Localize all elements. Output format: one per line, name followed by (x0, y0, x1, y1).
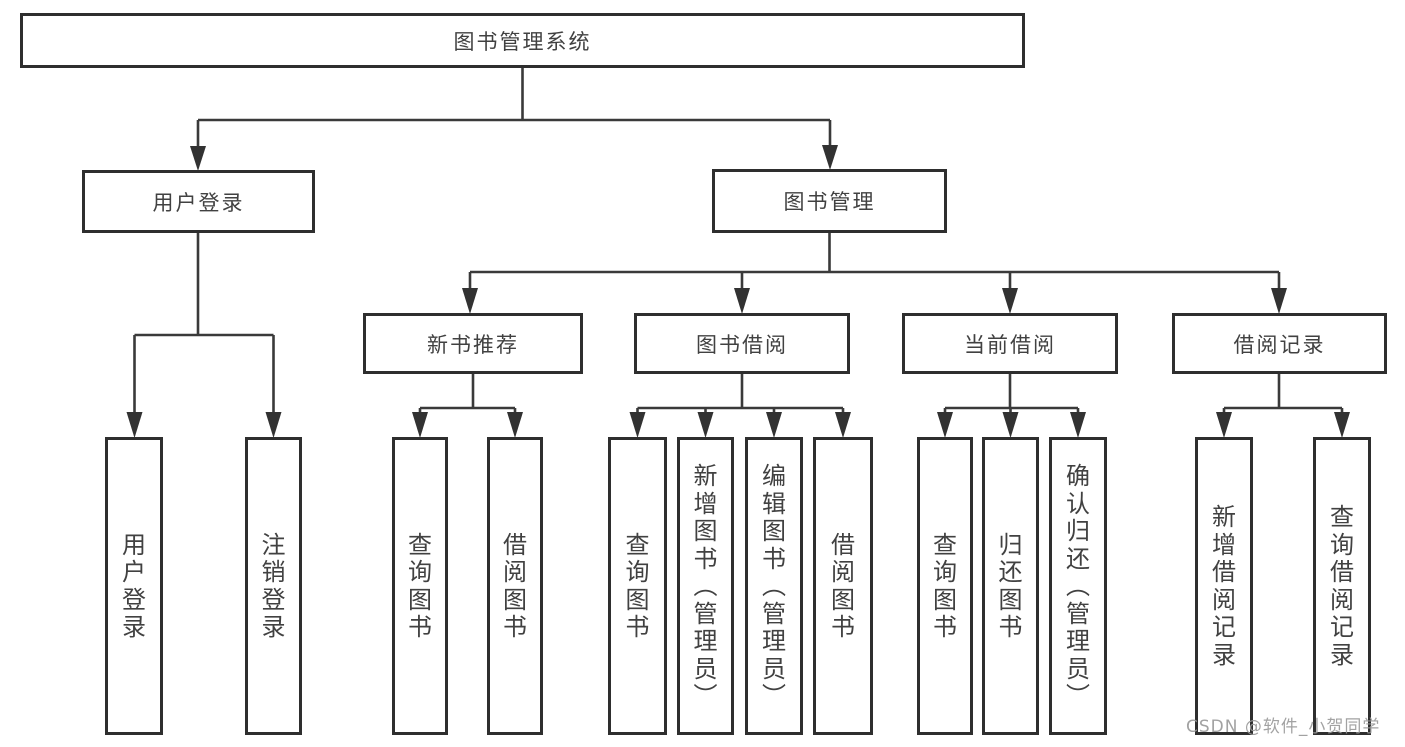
leaf-query-books-recommend-label: 查询图书 (408, 530, 432, 642)
leaf-query-books-recommend: 查询图书 (392, 437, 448, 735)
leaf-edit-book-admin-label: 编辑图书︵管理员︶ (762, 462, 786, 710)
node-root: 图书管理系统 (20, 13, 1025, 68)
leaf-confirm-return-admin: 确认归还︵管理员︶ (1049, 437, 1107, 735)
arrowhead-icon (766, 412, 782, 438)
arrowhead-icon (412, 412, 428, 438)
leaf-query-books-current: 查询图书 (917, 437, 973, 735)
arrowhead-icon (697, 412, 714, 438)
connector-borrow-records-children (1216, 374, 1350, 438)
connector-current-borrow-children (937, 374, 1086, 438)
arrowhead-icon (1271, 288, 1287, 314)
leaf-add-book-admin: 新增图书︵管理员︶ (677, 437, 734, 735)
node-borrow-records-label: 借阅记录 (1233, 332, 1326, 357)
leaf-logout: 注销登录 (245, 437, 302, 735)
arrowhead-icon (937, 412, 953, 438)
connector-book-management-children (462, 233, 1287, 314)
arrowhead-icon (126, 412, 143, 438)
leaf-borrow-books-borrow: 借阅图书 (813, 437, 873, 735)
leaf-query-borrow-record-label: 查询借阅记录 (1330, 503, 1354, 669)
arrowhead-icon (462, 288, 478, 314)
node-book-borrow: 图书借阅 (634, 313, 850, 374)
leaf-user-login-label: 用户登录 (122, 530, 146, 642)
node-new-book-recommend-label: 新书推荐 (427, 332, 519, 357)
leaf-add-borrow-record: 新增借阅记录 (1195, 437, 1253, 735)
leaf-return-book: 归还图书 (982, 437, 1039, 735)
leaf-edit-book-admin: 编辑图书︵管理员︶ (745, 437, 803, 735)
arrowhead-icon (1070, 412, 1086, 438)
arrowhead-icon (1334, 412, 1350, 438)
node-current-borrow: 当前借阅 (902, 313, 1118, 374)
leaf-user-login: 用户登录 (105, 437, 163, 735)
leaf-query-books-borrow-label: 查询图书 (625, 530, 650, 642)
arrowhead-icon (1002, 412, 1019, 438)
leaf-return-book-label: 归还图书 (998, 530, 1023, 642)
leaf-logout-label: 注销登录 (261, 530, 286, 642)
arrowhead-icon (835, 412, 851, 438)
leaf-query-borrow-record: 查询借阅记录 (1313, 437, 1371, 735)
leaf-borrow-books-recommend-label: 借阅图书 (503, 530, 527, 642)
node-user-login-label: 用户登录 (152, 190, 245, 215)
leaf-confirm-return-admin-label: 确认归还︵管理员︶ (1066, 462, 1090, 710)
watermark: CSDN @软件_小贺同学 (1186, 717, 1381, 737)
connector-user-login-children (126, 233, 282, 438)
node-book-borrow-label: 图书借阅 (696, 332, 788, 357)
node-user-login: 用户登录 (82, 170, 315, 233)
arrowhead-icon (734, 288, 750, 314)
arrowhead-icon (1216, 412, 1232, 438)
arrowhead-icon (507, 412, 523, 438)
connector-new-book-children (412, 374, 523, 438)
connector-root-to-level2 (190, 68, 838, 171)
arrowhead-icon (822, 145, 838, 170)
node-current-borrow-label: 当前借阅 (964, 332, 1056, 357)
arrowhead-icon (265, 412, 282, 438)
node-root-label: 图书管理系统 (453, 29, 592, 54)
leaf-query-books-current-label: 查询图书 (933, 530, 957, 642)
leaf-borrow-books-borrow-label: 借阅图书 (831, 530, 855, 642)
arrowhead-icon (190, 146, 206, 171)
leaf-query-books-borrow: 查询图书 (608, 437, 667, 735)
node-book-management-label: 图书管理 (783, 190, 876, 214)
leaf-add-borrow-record-label: 新增借阅记录 (1212, 503, 1236, 669)
node-borrow-records: 借阅记录 (1172, 313, 1387, 374)
node-new-book-recommend: 新书推荐 (363, 313, 583, 374)
leaf-borrow-books-recommend: 借阅图书 (487, 437, 543, 735)
node-book-management: 图书管理 (712, 169, 947, 233)
leaf-add-book-admin-label: 新增图书︵管理员︶ (693, 462, 718, 710)
arrowhead-icon (629, 412, 646, 438)
connector-book-borrow-children (629, 374, 851, 438)
arrowhead-icon (1002, 288, 1018, 314)
